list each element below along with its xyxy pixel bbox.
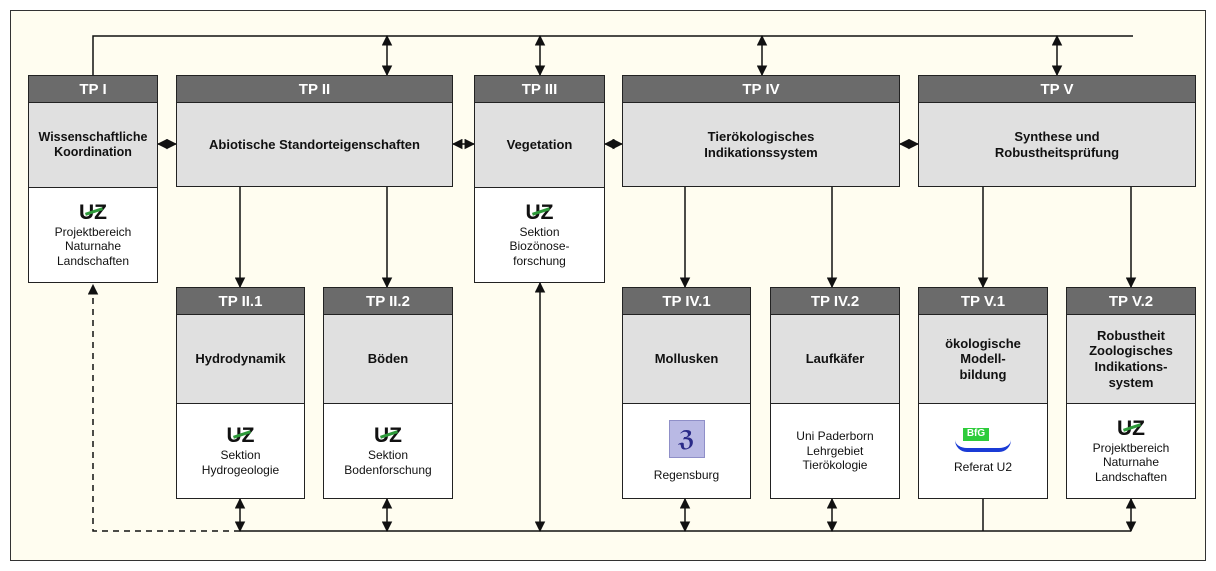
tp41-label: TP IV.1 xyxy=(623,288,750,314)
tp3-title: Vegetation xyxy=(475,102,604,188)
tp1-box: TP I Wissenschaftliche Koordination UZ P… xyxy=(28,75,158,283)
tp3-institution: UZ Sektion Biozönose- forschung xyxy=(475,188,604,282)
tp21-box: TP II.1 Hydrodynamik UZ Sektion Hydrogeo… xyxy=(176,287,305,499)
tp4-label: TP IV xyxy=(623,76,899,102)
dashed-feedback-line xyxy=(87,283,240,532)
tp52-title: Robustheit Zoologisches Indikations- sys… xyxy=(1067,314,1195,404)
ckn-logo: ℨ xyxy=(668,419,705,458)
tp41-title: Mollusken xyxy=(623,314,750,404)
tp21-label: TP II.1 xyxy=(177,288,304,314)
tp5-title: Synthese und Robustheitsprüfung xyxy=(919,102,1195,186)
tp22-box: TP II.2 Böden UZ Sektion Bodenforschung xyxy=(323,287,453,499)
tp4-box: TP IV Tierökologisches Indikationssystem xyxy=(622,75,900,187)
tp51-institution: BfG Referat U2 xyxy=(953,427,1013,474)
tp51-title: ökologische Modell- bildung xyxy=(919,314,1047,404)
tp42-box: TP IV.2 Laufkäfer Uni Paderborn Lehrgebi… xyxy=(770,287,900,499)
tp2-box: TP II Abiotische Standorteigenschaften xyxy=(176,75,453,187)
tp42-institution: Uni Paderborn Lehrgebiet Tierökologie xyxy=(796,429,874,473)
tp42-title: Laufkäfer xyxy=(771,314,899,404)
tp2-label: TP II xyxy=(177,76,452,102)
tp22-label: TP II.2 xyxy=(324,288,452,314)
tp52-institution: UZ Projektbereich Naturnahe Landschaften xyxy=(1067,404,1195,498)
tp1-label: TP I xyxy=(29,76,157,102)
tp41-institution: ℨ Regensburg xyxy=(623,404,750,498)
tp3-box: TP III Vegetation UZ Sektion Biozönose- … xyxy=(474,75,605,283)
tp42-label: TP IV.2 xyxy=(771,288,899,314)
tp22-title: Böden xyxy=(324,314,452,404)
uz-logo: UZ xyxy=(1117,418,1145,439)
top-bus-line xyxy=(92,35,1133,75)
tp51-label: TP V.1 xyxy=(919,288,1047,314)
tp52-label: TP V.2 xyxy=(1067,288,1195,314)
uz-logo: UZ xyxy=(79,202,107,223)
tp1-institution: UZ Projektbereich Naturnahe Landschaften xyxy=(29,188,157,282)
tp3-label: TP III xyxy=(475,76,604,102)
bfg-logo: BfG xyxy=(955,427,1011,452)
tp2-title: Abiotische Standorteigenschaften xyxy=(177,102,452,186)
uz-logo: UZ xyxy=(227,425,255,446)
tp22-institution: UZ Sektion Bodenforschung xyxy=(324,404,452,498)
tp5-box: TP V Synthese und Robustheitsprüfung xyxy=(918,75,1196,187)
tp4-title: Tierökologisches Indikationssystem xyxy=(623,102,899,186)
tp21-title: Hydrodynamik xyxy=(177,314,304,404)
tp1-title: Wissenschaftliche Koordination xyxy=(29,102,157,188)
uz-logo: UZ xyxy=(526,202,554,223)
tp21-institution: UZ Sektion Hydrogeologie xyxy=(177,404,304,498)
uz-logo: UZ xyxy=(374,425,402,446)
tp41-box: TP IV.1 Mollusken ℨ Regensburg xyxy=(622,287,751,499)
tp51-box: TP V.1 ökologische Modell- bildung BfG R… xyxy=(918,287,1048,499)
tp52-box: TP V.2 Robustheit Zoologisches Indikatio… xyxy=(1066,287,1196,499)
tp5-label: TP V xyxy=(919,76,1195,102)
